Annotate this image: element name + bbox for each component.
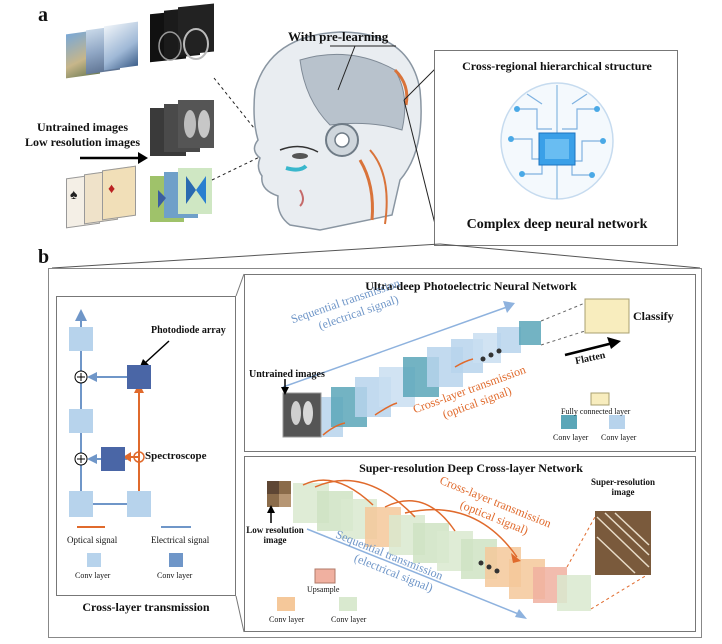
box-caption: Complex deep neural network [466,217,648,232]
photodiode-label: Photodiode array [151,325,226,336]
untrained-images-label: Untrained images [249,369,325,380]
pre-learning-label: With pre-learning [288,29,389,44]
panel-a-graphics [80,3,441,245]
super-resolution-graphics [267,479,651,619]
photoelectric-graphics [281,298,630,438]
conv-block [69,409,93,433]
upsample-label: Upsample [307,585,340,594]
electrical-signal-label: Electrical signal [151,535,210,545]
legend-conv-dark [169,553,183,567]
butterfly-image-stack [150,168,212,222]
conv-block [69,491,93,517]
top-panel-title: Ultra-deep Photoelectric Neural Network [365,279,577,293]
bottom-panel-title: Super-resolution Deep Cross-layer Networ… [359,461,583,475]
circuit-brain-icon [500,82,614,200]
classify-label: Classify [633,309,674,323]
top-conv-legend-2: Conv layer [601,433,637,442]
cross-layer-diagram: Photodiode array Spectroscope Optical si… [56,296,236,596]
top-conv-legend-1: Conv layer [553,433,589,442]
sum-node-icon [74,370,88,384]
bottom-conv-legend-2: Conv layer [331,615,367,624]
low-res-label: Low resolution image [246,525,304,545]
photoelectric-network-panel: Ultra-deep Photoelectric Neural Network [244,274,696,452]
xray-image-stack [150,100,214,156]
fc-legend-label: Fully connected layer [561,407,631,416]
spectroscope-label: Spectroscope [145,450,207,462]
photodiode-block [101,447,125,471]
panel-a-letter: a [38,4,48,26]
super-res-label: Super-resolution image [590,477,655,497]
photodiode-block [127,365,151,389]
panel-b-letter: b [38,246,50,268]
mri-image-stack [150,3,214,63]
optical-signal-label: Optical signal [67,535,118,545]
legend-conv-label-1: Conv layer [75,571,111,580]
sum-node-icon [74,452,88,466]
super-res-layer-stack [293,483,591,611]
bottom-conv-legend-1: Conv layer [269,615,305,624]
cross-layer-caption: Cross-layer transmission [82,600,210,614]
legend-conv-light [87,553,101,567]
panel-connector [51,243,701,269]
conv-block [69,327,93,351]
super-resolution-panel: Super-resolution Deep Cross-layer Networ… [244,456,696,632]
inputs-label: Untrained images Low resolution images [24,120,141,149]
neural-network-box: Cross-regional hierarchical structure Co… [434,50,678,246]
box-title: Cross-regional hierarchical structure [462,59,652,73]
legend-conv-label-2: Conv layer [157,571,193,580]
conv-block [127,491,151,517]
robot-head-illustration [253,31,422,231]
